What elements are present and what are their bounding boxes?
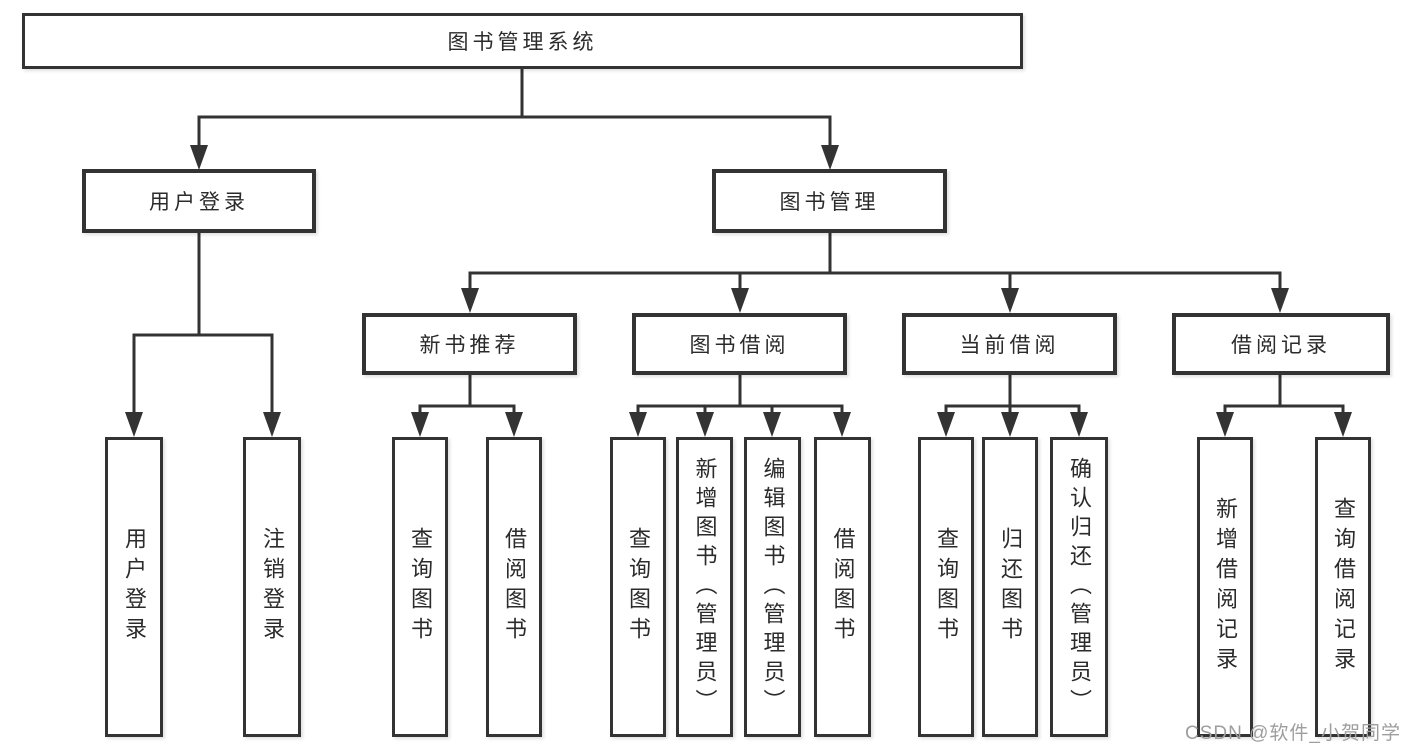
leaf-label: 查询图书 <box>934 527 959 647</box>
leaf-borrow-books-recommend: 借阅图书 <box>486 437 542 737</box>
leaf-add-borrow-record: 新增借阅记录 <box>1197 437 1253 737</box>
leaf-logout: 注销登录 <box>243 437 301 737</box>
leaf-label: 借阅图书 <box>502 527 527 647</box>
arrow-icon <box>125 412 143 437</box>
leaf-label: 归还图书 <box>998 527 1023 647</box>
leaf-add-books-admin: 新增图书（管理员） <box>676 437 733 737</box>
arrow-icon <box>190 145 208 170</box>
leaf-user-login: 用户登录 <box>105 437 163 737</box>
leaf-borrow-books-borrowing: 借阅图书 <box>814 437 871 737</box>
arrow-icon <box>1216 412 1234 437</box>
arrow-icon <box>1070 412 1088 437</box>
node-book-management: 图书管理 <box>712 169 947 233</box>
connector-recommend-bar <box>418 404 516 417</box>
arrow-icon <box>731 288 749 313</box>
leaf-label: 查询图书 <box>408 527 433 647</box>
arrow-icon <box>505 412 523 437</box>
leaf-confirm-return-admin: 确认归还（管理员） <box>1050 437 1108 737</box>
leaf-query-books-current: 查询图书 <box>918 437 974 737</box>
arrow-icon <box>821 145 839 170</box>
leaf-query-books-recommend: 查询图书 <box>392 437 448 737</box>
arrow-icon <box>629 412 647 437</box>
connector-level2-bar <box>197 115 832 150</box>
leaf-label: 用户登录 <box>122 527 147 647</box>
leaf-return-books: 归还图书 <box>982 437 1038 737</box>
arrow-icon <box>1001 412 1019 437</box>
arrow-icon <box>1001 288 1019 313</box>
connector-userlogin-bar <box>132 333 274 417</box>
leaf-label: 查询图书 <box>626 527 651 647</box>
arrow-icon <box>1271 288 1289 313</box>
arrow-icon <box>833 412 851 437</box>
arrow-icon <box>763 412 781 437</box>
arrow-icon <box>263 412 281 437</box>
arrow-icon <box>1334 412 1352 437</box>
leaf-query-books-borrowing: 查询图书 <box>610 437 666 737</box>
arrow-icon <box>411 412 429 437</box>
connector-level3-bar <box>468 271 1282 293</box>
node-new-book-recommend: 新书推荐 <box>362 313 577 375</box>
arrow-icon <box>937 412 955 437</box>
watermark: CSDN @软件_小贺同学 <box>1185 723 1401 744</box>
leaf-label: 编辑图书（管理员） <box>760 456 786 718</box>
node-current-borrowing: 当前借阅 <box>902 313 1117 375</box>
node-book-borrowing: 图书借阅 <box>632 313 847 375</box>
connector-borrowing-bar <box>636 404 844 417</box>
leaf-label: 新增图书（管理员） <box>692 456 718 718</box>
arrow-icon <box>696 412 714 437</box>
leaf-query-borrow-record: 查询借阅记录 <box>1315 437 1371 737</box>
leaf-label: 查询借阅记录 <box>1331 497 1356 677</box>
connector-records-bar <box>1223 404 1345 417</box>
leaf-label: 借阅图书 <box>830 527 856 647</box>
leaf-label: 注销登录 <box>260 527 285 647</box>
leaf-label: 新增借阅记录 <box>1213 497 1238 677</box>
node-library-system: 图书管理系统 <box>22 13 1023 69</box>
leaf-label: 确认归还（管理员） <box>1067 456 1092 718</box>
node-borrowing-records: 借阅记录 <box>1172 313 1390 375</box>
leaf-edit-books-admin: 编辑图书（管理员） <box>744 437 801 737</box>
connector-current-bar <box>944 404 1081 417</box>
node-user-login-group: 用户登录 <box>82 169 316 233</box>
arrow-icon <box>461 288 479 313</box>
